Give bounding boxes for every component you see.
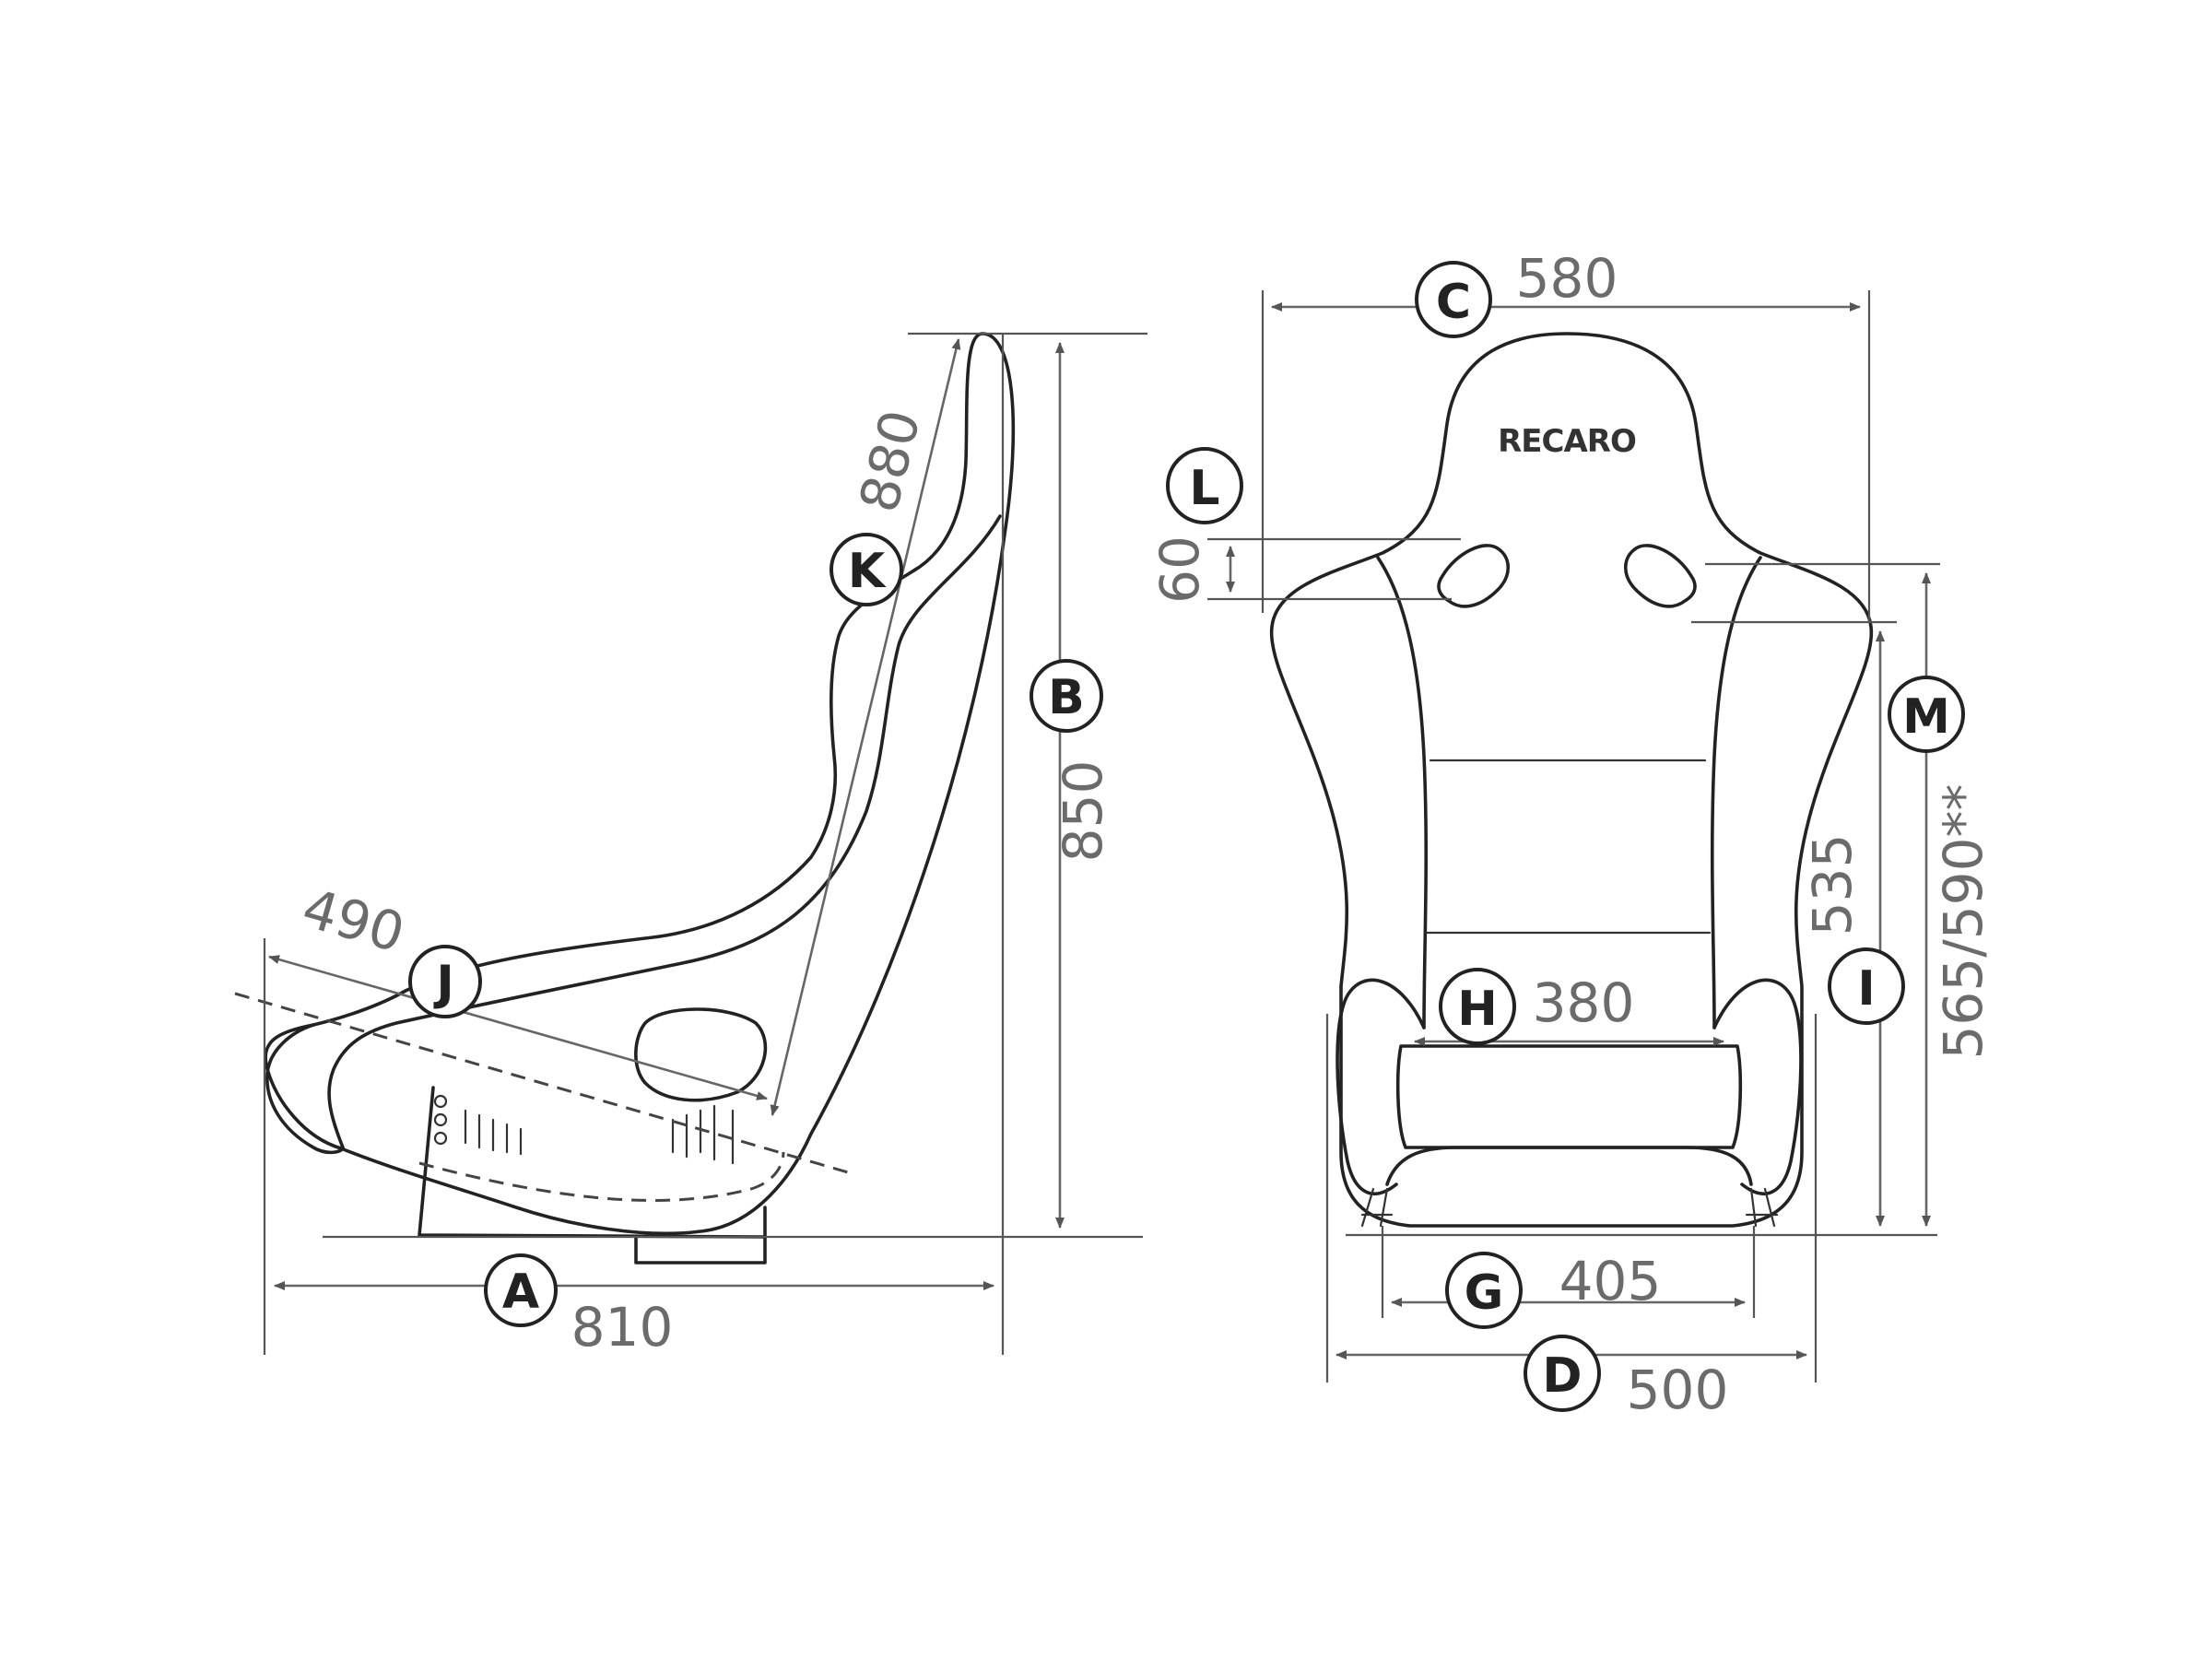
- badge-c: C: [1415, 261, 1492, 338]
- badge-m-letter: M: [1902, 689, 1950, 745]
- dim-c-value: 580: [1516, 247, 1618, 310]
- dim-a-value: 810: [571, 1296, 674, 1359]
- badge-k-letter: K: [848, 544, 887, 599]
- badge-j: J: [408, 945, 482, 1018]
- side-bracket-holes: [433, 1094, 735, 1165]
- badge-j-letter: J: [433, 956, 453, 1011]
- badge-d-letter: D: [1542, 1348, 1582, 1404]
- side-mount-foot: [634, 1235, 767, 1265]
- badge-a-letter: A: [502, 1265, 539, 1320]
- badge-h: H: [1439, 968, 1516, 1045]
- dim-j-value: 490: [296, 877, 411, 965]
- badge-m: M: [1888, 676, 1965, 753]
- side-mount-bracket: [418, 1086, 767, 1239]
- dim-b-value: 850: [1052, 760, 1114, 863]
- side-cushion-reference-curve: [418, 1151, 785, 1202]
- dim-h-value: 380: [1533, 971, 1635, 1034]
- badge-d: D: [1524, 1335, 1601, 1412]
- dim-j-line: [268, 955, 768, 1100]
- badge-c-letter: C: [1436, 275, 1471, 330]
- badge-i-letter: I: [1857, 961, 1875, 1017]
- front-harness-slot-left: [1437, 544, 1511, 608]
- brand-logo-text: RECARO: [1498, 423, 1636, 460]
- badge-k: K: [830, 533, 903, 606]
- dim-g-value: 405: [1559, 1250, 1662, 1312]
- badge-i: I: [1828, 947, 1905, 1025]
- side-inner-curve: [327, 514, 1002, 1149]
- badge-l-letter: L: [1189, 461, 1219, 516]
- dim-m-value: 565/590**: [1932, 784, 1994, 1060]
- dim-l-value: 60: [1148, 535, 1211, 604]
- badge-b-letter: B: [1048, 670, 1085, 725]
- badge-l: L: [1166, 447, 1243, 524]
- side-cushion-front: [265, 1023, 345, 1155]
- dim-i-value: 535: [1801, 834, 1864, 936]
- side-view: A 810 B 850 K 880 J 490: [234, 332, 1147, 1359]
- dim-d-value: 500: [1627, 1359, 1729, 1421]
- front-harness-slot-right: [1623, 544, 1697, 608]
- front-seat-shell: [1269, 332, 1874, 1228]
- front-rail-right: [1745, 1187, 1779, 1228]
- badge-g-letter: G: [1465, 1265, 1504, 1321]
- front-bolster-left: [1335, 978, 1426, 1195]
- side-belt-slot: [634, 1007, 768, 1102]
- badge-h-letter: H: [1457, 982, 1498, 1037]
- front-bolster-right: [1712, 978, 1803, 1195]
- badge-g: G: [1445, 1252, 1523, 1329]
- dim-k-line: [770, 338, 961, 1116]
- front-cushion-base: [1385, 1146, 1753, 1186]
- front-rail-left: [1360, 1187, 1394, 1228]
- badge-a: A: [484, 1253, 558, 1327]
- front-cushion: [1395, 1044, 1743, 1149]
- front-inner-left: [1376, 556, 1429, 1030]
- front-inner-right: [1710, 556, 1762, 1030]
- badge-b: B: [1030, 659, 1103, 733]
- front-view: RECARO C 580 L 60 H: [1148, 247, 1994, 1421]
